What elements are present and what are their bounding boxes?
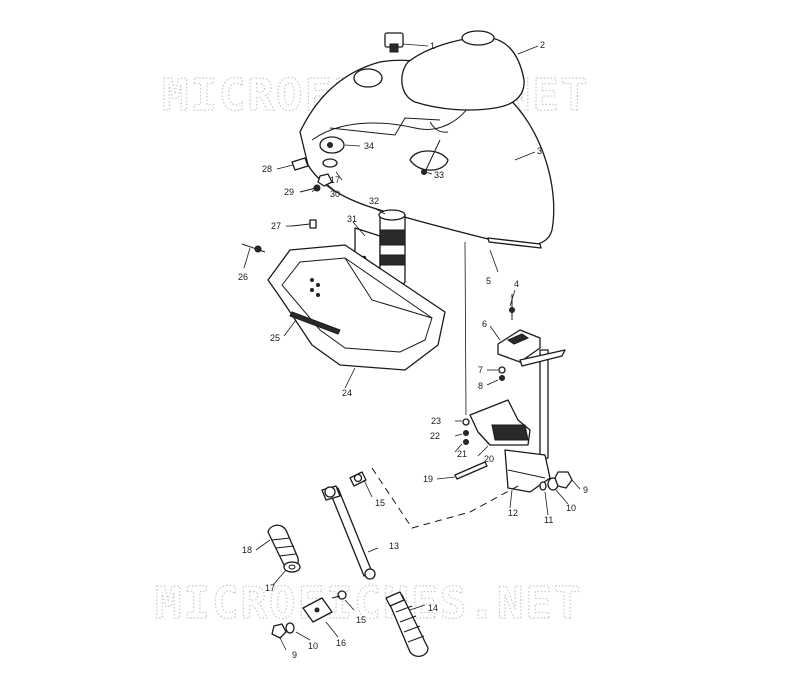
grip-part-14 xyxy=(385,591,429,658)
callout-9-left: 9 xyxy=(292,650,297,660)
callout-19: 19 xyxy=(423,474,433,484)
callout-17-bottom: 17 xyxy=(265,583,275,593)
lever-bracket-part-12 xyxy=(504,349,566,493)
callout-21: 21 xyxy=(457,449,467,459)
callout-14: 14 xyxy=(428,603,438,613)
callout-18: 18 xyxy=(242,545,252,555)
callout-2: 2 xyxy=(540,40,545,50)
nut-part-21 xyxy=(463,439,469,445)
screw-part-33 xyxy=(409,139,449,175)
storage-tray-part-24 xyxy=(267,244,446,371)
pedal-part-20 xyxy=(469,399,531,446)
callout-32: 32 xyxy=(369,196,379,206)
callout-24: 24 xyxy=(342,388,352,398)
callout-15-bottom: 15 xyxy=(356,615,366,625)
gas-spring-part-13 xyxy=(321,485,376,580)
callout-10-right: 10 xyxy=(566,503,576,513)
callout-5: 5 xyxy=(486,276,491,286)
callout-29: 29 xyxy=(284,187,294,197)
callout-7: 7 xyxy=(478,365,483,375)
nut-part-30 xyxy=(317,173,333,187)
pin-part-19 xyxy=(454,461,488,480)
callout-8: 8 xyxy=(478,381,483,391)
bolt-part-15-top xyxy=(349,471,367,487)
callout-26: 26 xyxy=(238,272,248,282)
callout-15-top: 15 xyxy=(375,498,385,508)
nut-part-7 xyxy=(498,366,506,374)
callout-23: 23 xyxy=(431,416,441,426)
callout-34: 34 xyxy=(364,141,374,151)
washer-part-22 xyxy=(463,430,469,436)
grommet-part-28 xyxy=(291,157,309,171)
callout-33: 33 xyxy=(434,170,444,180)
strip-part-25 xyxy=(289,311,341,335)
callout-1: 1 xyxy=(430,41,435,51)
bracket-part-16 xyxy=(302,597,333,623)
callout-3: 3 xyxy=(537,146,542,156)
guide-line xyxy=(464,241,467,416)
washer-part-17-top xyxy=(322,158,338,168)
callout-25: 25 xyxy=(270,333,280,343)
callout-6: 6 xyxy=(482,319,487,329)
linkage-dash-a xyxy=(371,467,519,529)
callout-9-right: 9 xyxy=(583,485,588,495)
screw-part-29 xyxy=(299,184,321,193)
screw-part-34 xyxy=(319,136,345,154)
callout-12: 12 xyxy=(508,508,518,518)
callout-27: 27 xyxy=(271,221,281,231)
bolt-part-15-bottom xyxy=(331,590,347,600)
leader-lines xyxy=(243,43,581,651)
callout-31: 31 xyxy=(347,214,357,224)
nut-part-9-left xyxy=(271,623,287,639)
callout-30: 30 xyxy=(330,189,340,199)
callout-11: 11 xyxy=(544,515,553,525)
callout-28: 28 xyxy=(262,164,272,174)
washer-part-10-left xyxy=(285,622,295,634)
washer-part-17-bottom xyxy=(283,561,301,573)
callout-22: 22 xyxy=(430,431,440,441)
watermark-bottom: MICROFICHES.NET xyxy=(155,578,582,629)
fastener-part-26 xyxy=(241,243,266,253)
callout-16: 16 xyxy=(336,638,346,648)
latch-part-6 xyxy=(497,329,541,363)
seal-part-5 xyxy=(487,237,542,249)
callout-20: 20 xyxy=(484,454,494,464)
callout-4: 4 xyxy=(514,279,519,289)
nut-part-9-right xyxy=(554,471,573,489)
callout-13: 13 xyxy=(389,541,399,551)
cover-pad-part xyxy=(401,30,525,111)
bolt-part-23 xyxy=(462,418,470,426)
clip-part xyxy=(384,32,404,53)
nut-part-11 xyxy=(539,481,547,491)
callout-17-top: 17 xyxy=(330,175,340,185)
washer-part-8 xyxy=(499,375,505,381)
screw-part-27 xyxy=(291,219,317,229)
callout-10-left: 10 xyxy=(308,641,318,651)
screw-part-4 xyxy=(509,294,515,320)
